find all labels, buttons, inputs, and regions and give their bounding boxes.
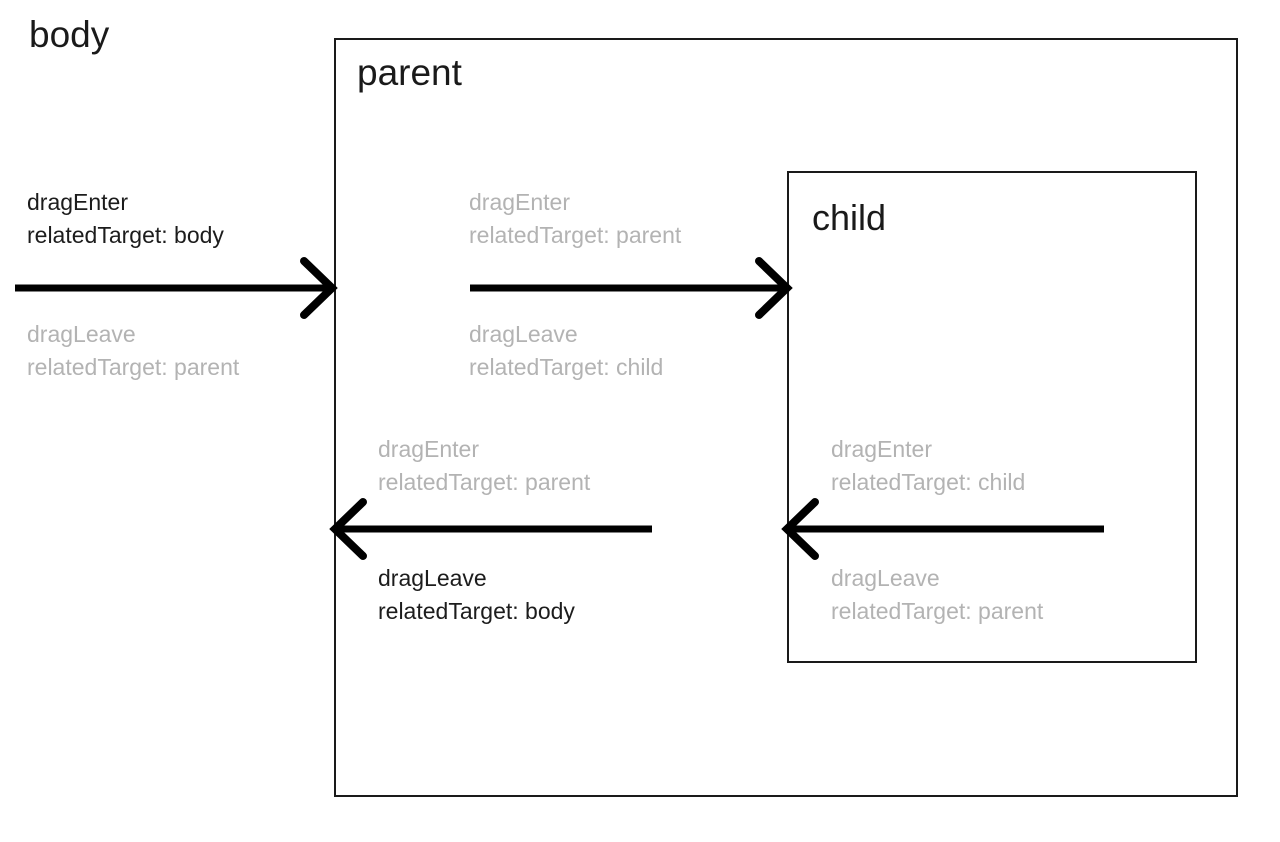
event-label-body-dragleave: dragLeave relatedTarget: parent <box>27 318 239 384</box>
child-region-label: child <box>812 197 887 238</box>
event-label-parent-dragenter: dragEnter relatedTarget: parent <box>469 186 681 252</box>
event-name: dragLeave <box>469 321 578 347</box>
event-related-target: relatedTarget: body <box>378 598 575 624</box>
child-region-box <box>787 171 1197 663</box>
event-related-target: relatedTarget: parent <box>27 354 240 380</box>
parent-region-label: parent <box>357 52 462 93</box>
event-related-target: relatedTarget: body <box>27 222 224 248</box>
event-label-exit-child-dragenter: dragEnter relatedTarget: child <box>831 433 1025 499</box>
leave-child-arrow <box>781 498 1104 560</box>
event-related-target: relatedTarget: parent <box>378 469 591 495</box>
event-name: dragEnter <box>469 189 571 215</box>
parent-region-box <box>334 38 1238 797</box>
event-name: dragLeave <box>378 565 487 591</box>
event-label-exit-parent-dragleave: dragLeave relatedTarget: body <box>378 562 575 628</box>
event-label-exit-parent-dragenter: dragEnter relatedTarget: parent <box>378 433 590 499</box>
event-related-target: relatedTarget: child <box>469 354 664 380</box>
event-label-body-dragenter: dragEnter relatedTarget: body <box>27 186 224 252</box>
event-label-parent-dragleave: dragLeave relatedTarget: child <box>469 318 663 384</box>
event-label-exit-child-dragleave: dragLeave relatedTarget: parent <box>831 562 1043 628</box>
body-region-label: body <box>29 14 110 55</box>
event-name: dragEnter <box>831 436 933 462</box>
event-related-target: relatedTarget: parent <box>831 598 1044 624</box>
event-name: dragEnter <box>378 436 480 462</box>
event-name: dragLeave <box>27 321 136 347</box>
enter-child-arrow <box>470 257 793 319</box>
leave-parent-arrow <box>329 498 652 560</box>
event-name: dragLeave <box>831 565 940 591</box>
enter-parent-arrow <box>15 257 338 319</box>
event-related-target: relatedTarget: child <box>831 469 1026 495</box>
event-name: dragEnter <box>27 189 129 215</box>
event-related-target: relatedTarget: parent <box>469 222 682 248</box>
